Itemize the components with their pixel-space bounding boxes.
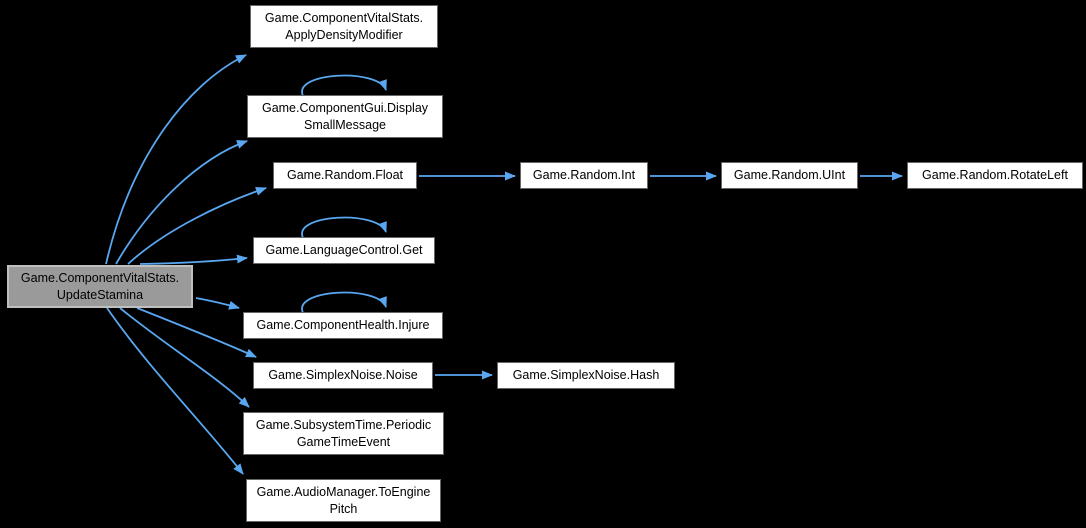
- edge-updatestamina-to-componenthealthinjure: [195, 297, 240, 310]
- edge-updatestamina-to-simplexnoisenoise: [136, 307, 257, 358]
- node-game-componentvitalstats-applydensitymodifier[interactable]: Game.ComponentVitalStats. ApplyDensityMo…: [250, 5, 438, 48]
- edge-updatestamina-to-languagecontrolget: [139, 254, 248, 265]
- node-game-componenthealth-injure[interactable]: Game.ComponentHealth.Injure: [243, 312, 443, 339]
- node-game-simplexnoise-hash[interactable]: Game.SimplexNoise.Hash: [497, 362, 675, 389]
- edge-updatestamina-to-randomfloat: [127, 186, 267, 265]
- node-game-languagecontrol-get[interactable]: Game.LanguageControl.Get: [253, 237, 435, 264]
- node-game-componentgui-displaysmallmessage[interactable]: Game.ComponentGui.Display SmallMessage: [247, 95, 443, 138]
- node-game-random-int[interactable]: Game.Random.Int: [520, 162, 648, 189]
- edge-selfloop-languagecontrolget: [301, 216, 387, 239]
- node-game-audiomanager-toenginepitch[interactable]: Game.AudioManager.ToEngine Pitch: [246, 479, 441, 522]
- edge-updatestamina-to-audiomanagertoenginepitch: [106, 307, 244, 475]
- edge-updatestamina-to-displaysmallmessage: [115, 140, 248, 265]
- node-game-simplexnoise-noise[interactable]: Game.SimplexNoise.Noise: [253, 362, 433, 389]
- node-game-subsystemtime-periodicgametimeevent[interactable]: Game.SubsystemTime.Periodic GameTimeEven…: [243, 412, 444, 455]
- node-game-random-uint[interactable]: Game.Random.UInt: [721, 162, 858, 189]
- node-game-random-float[interactable]: Game.Random.Float: [273, 162, 417, 189]
- node-game-random-rotateleft[interactable]: Game.Random.RotateLeft: [907, 162, 1083, 189]
- edge-updatestamina-to-applydensitymodifier: [105, 54, 247, 265]
- edge-updatestamina-to-subsystemtimeperiodicgametimeevent: [119, 307, 250, 408]
- edge-selfloop-displaysmallmessage: [301, 74, 387, 97]
- node-game-componentvitalstats-updatestamina: Game.ComponentVitalStats. UpdateStamina: [7, 265, 193, 308]
- edge-selfloop-componenthealthinjure: [301, 291, 387, 314]
